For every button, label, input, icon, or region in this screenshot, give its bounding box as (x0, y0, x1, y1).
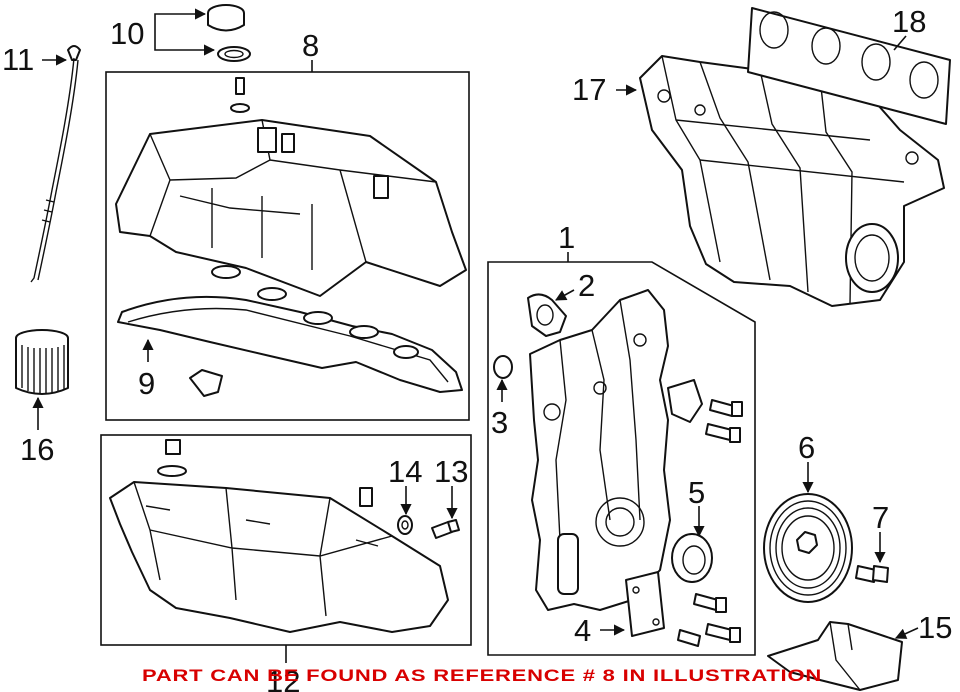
cover-bolts-drawing (667, 379, 743, 647)
callout-8: 8 (302, 28, 319, 63)
callout-1: 1 (558, 220, 575, 255)
bracket-drawing (767, 621, 903, 691)
valve-cover-gasket-drawing (117, 265, 463, 397)
cover-plate-drawing (625, 571, 665, 637)
callout-3: 3 (491, 405, 508, 440)
crankshaft-seal-drawing (671, 533, 713, 583)
timing-chain-cover-drawing (529, 289, 671, 611)
oil-filler-cap-drawing (207, 4, 251, 62)
callout-18: 18 (892, 4, 926, 39)
callout-6: 6 (798, 430, 815, 465)
cover-gasket-and-o-ring-drawing (493, 293, 567, 379)
valve-cover-group-box (105, 71, 470, 421)
oil-pan-drawing (109, 439, 449, 633)
callout-5: 5 (688, 475, 705, 510)
callout-15: 15 (918, 610, 952, 645)
reference-notice: PART CAN BE FOUND AS REFERENCE # 8 IN IL… (142, 666, 822, 685)
callout-14: 14 (388, 454, 422, 489)
callout-11: 11 (2, 42, 34, 77)
oil-dipstick-drawing (30, 45, 81, 283)
valve-cover-drawing (115, 77, 467, 297)
pulley-bolt-drawing (855, 565, 889, 583)
crankshaft-pulley-drawing (763, 493, 853, 603)
callout-9: 9 (138, 366, 155, 401)
intake-manifold-drawing (639, 55, 945, 307)
callout-16: 16 (20, 432, 54, 467)
timing-cover-group-box (487, 261, 756, 656)
callout-12: 12 (266, 664, 300, 692)
callout-7: 7 (872, 500, 889, 535)
callout-17: 17 (572, 72, 606, 107)
callout-4: 4 (574, 613, 591, 648)
intake-manifold-gasket-drawing (747, 7, 951, 125)
oil-filter-drawing (15, 329, 69, 395)
callout-10: 10 (110, 16, 144, 51)
leader-lines (32, 8, 919, 663)
drain-plug-and-washer-drawing (397, 515, 460, 539)
callout-2: 2 (578, 268, 595, 303)
callout-13: 13 (434, 454, 468, 489)
